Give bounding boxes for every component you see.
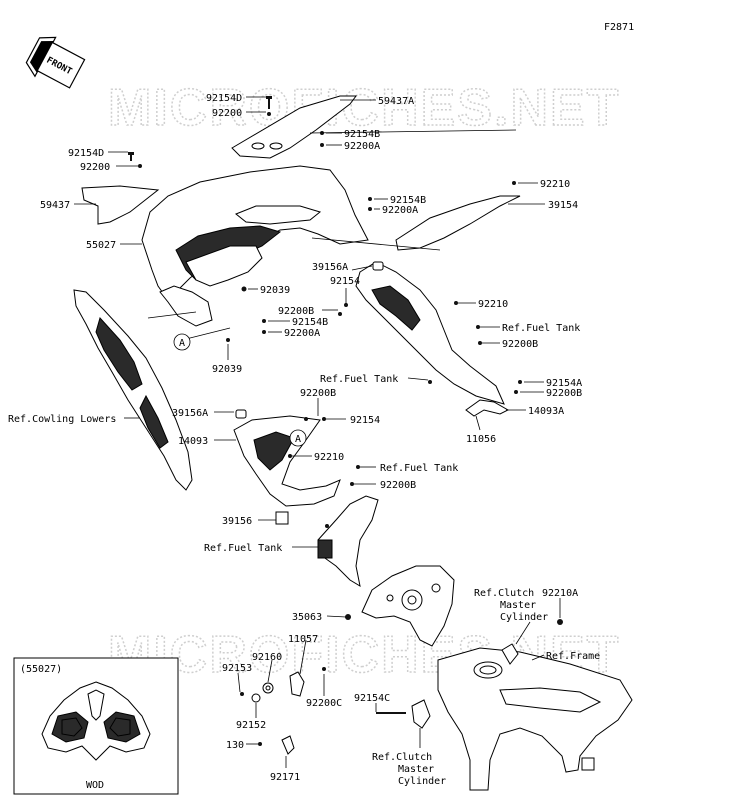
part-39156A-upper <box>372 261 384 271</box>
label-ref-clutch-master-cylinder: Cylinder <box>500 612 548 623</box>
label-ref-clutch-master-cylinder: Master <box>398 764 434 775</box>
label-92154B: 92154B <box>390 195 426 206</box>
part-59437 <box>81 185 160 225</box>
label-92200B: 92200B <box>502 339 538 350</box>
label-92200A: 92200A <box>284 328 320 339</box>
label-ref-clutch-master-cylinder: Cylinder <box>398 776 446 787</box>
label-92210: 92210 <box>314 452 344 463</box>
label-ref-clutch-master-cylinder: Ref.Clutch <box>474 588 534 599</box>
label-92154C: 92154C <box>354 693 390 704</box>
label-92200B: 92200B <box>380 480 416 491</box>
label-92200B: 92200B <box>546 388 582 399</box>
label-ref-fuel-tank: Ref.Fuel Tank <box>204 543 282 554</box>
callout-a-lower: A <box>289 429 307 447</box>
part-39156 <box>275 511 289 525</box>
label-92200B: 92200B <box>300 388 336 399</box>
label-39156A: 39156A <box>172 408 208 419</box>
watermark-top: MICROFICHES.NET <box>108 79 620 137</box>
label-92200C: 92200C <box>306 698 342 709</box>
inset-cowling-front-view <box>41 681 151 761</box>
label-59437A: 59437A <box>378 96 414 107</box>
label-92039: 92039 <box>212 364 242 375</box>
label-92154D: 92154D <box>206 93 242 104</box>
label-ref-clutch-master-cylinder: Ref.Clutch <box>372 752 432 763</box>
figure-code: F2871 <box>604 22 634 33</box>
inset-box: (55027) WOD <box>13 657 179 795</box>
label-55027: 55027 <box>86 240 116 251</box>
label-ref-clutch-master-cylinder: Master <box>500 600 536 611</box>
label-92200A: 92200A <box>382 205 418 216</box>
label-39154: 39154 <box>548 200 578 211</box>
part-14093-cover <box>233 415 341 507</box>
label-92153: 92153 <box>222 663 252 674</box>
label-92154: 92154 <box>330 276 360 287</box>
label-92200: 92200 <box>80 162 110 173</box>
label-ref-fuel-tank: Ref.Fuel Tank <box>320 374 398 385</box>
label-35063: 35063 <box>292 612 322 623</box>
label-92200: 92200 <box>212 108 242 119</box>
label-92200A: 92200A <box>344 141 380 152</box>
label-92154: 92154 <box>350 415 380 426</box>
label-11056: 11056 <box>466 434 496 445</box>
svg-text:A: A <box>295 434 301 445</box>
label-ref-fuel-tank: Ref.Fuel Tank <box>502 323 580 334</box>
inset-title: (55027) <box>20 664 62 675</box>
label-ref-frame: Ref.Frame <box>546 651 600 662</box>
svg-text:A: A <box>179 338 185 349</box>
part-59437A <box>231 95 357 159</box>
label-92200B: 92200B <box>278 306 314 317</box>
label-92210A: 92210A <box>542 588 578 599</box>
front-arrow-icon: FRONT <box>25 36 86 89</box>
leader-lines <box>74 96 561 768</box>
label-ref-fuel-tank: Ref.Fuel Tank <box>380 463 458 474</box>
part-cowling-strip <box>73 289 193 491</box>
label-92210: 92210 <box>478 299 508 310</box>
part-35063-stay <box>361 565 455 647</box>
part-14093A <box>465 399 510 417</box>
label-92154B: 92154B <box>344 129 380 140</box>
callout-a-upper: A <box>173 333 191 351</box>
label-92154D: 92154D <box>68 148 104 159</box>
label-39156A: 39156A <box>312 262 348 273</box>
label-14093A: 14093A <box>528 406 564 417</box>
part-clutch-bracket <box>411 699 431 729</box>
label-92160: 92160 <box>252 652 282 663</box>
label-92039: 92039 <box>260 285 290 296</box>
part-frame <box>437 647 633 791</box>
label-92154A: 92154A <box>546 378 582 389</box>
label-ref-cowling-lowers: Ref.Cowling Lowers <box>8 414 116 425</box>
label-92154B: 92154B <box>292 317 328 328</box>
label-92152: 92152 <box>236 720 266 731</box>
part-39156A-lower <box>235 409 247 419</box>
label-130: 130 <box>226 740 244 751</box>
label-59437: 59437 <box>40 200 70 211</box>
label-92171: 92171 <box>270 772 300 783</box>
fasteners <box>128 96 563 755</box>
part-labels: 92154D 92200 59437A 92154B 92200A 92154D… <box>8 93 600 787</box>
label-39156: 39156 <box>222 516 252 527</box>
part-center-bracket <box>317 495 379 588</box>
part-39154 <box>395 195 521 251</box>
label-14093: 14093 <box>178 436 208 447</box>
part-clutch-bracket-upper <box>501 643 519 665</box>
inset-caption: WOD <box>86 780 104 791</box>
part-right-inner-cover <box>355 261 505 405</box>
label-92210: 92210 <box>540 179 570 190</box>
part-55027-upper-cowling <box>141 165 369 327</box>
label-11057: 11057 <box>288 634 318 645</box>
